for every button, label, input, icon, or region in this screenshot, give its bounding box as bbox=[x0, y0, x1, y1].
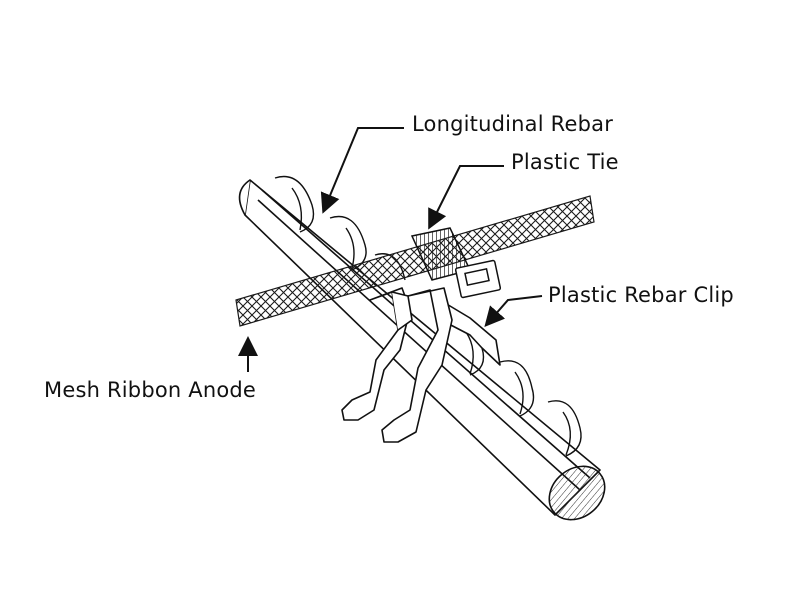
plastic-tie bbox=[410, 227, 502, 299]
rebar-rib-line bbox=[257, 199, 581, 491]
rebar-rib-line bbox=[261, 189, 591, 479]
label-plastic-tie: Plastic Tie bbox=[511, 150, 619, 174]
longitudinal-rebar bbox=[238, 175, 606, 521]
label-longitudinal-rebar: Longitudinal Rebar bbox=[412, 112, 614, 136]
mesh-ribbon-anode bbox=[235, 195, 595, 327]
arrow-plastic-tie bbox=[428, 165, 504, 230]
clip-right-leg bbox=[381, 287, 453, 443]
plastic-rebar-clip bbox=[341, 287, 501, 443]
mesh-ribbon bbox=[235, 195, 595, 327]
arrow-longitudinal-rebar bbox=[320, 127, 404, 214]
leader-lines bbox=[238, 127, 543, 372]
arrow-plastic-rebar-clip bbox=[484, 295, 543, 328]
rebar-start-cap bbox=[238, 179, 251, 216]
label-plastic-rebar-clip: Plastic Rebar Clip bbox=[548, 283, 734, 307]
clip-bridge bbox=[391, 291, 413, 331]
label-mesh-ribbon-anode: Mesh Ribbon Anode bbox=[44, 378, 257, 402]
tie-head-slot bbox=[464, 267, 490, 287]
rebar-cut-end bbox=[548, 465, 606, 521]
